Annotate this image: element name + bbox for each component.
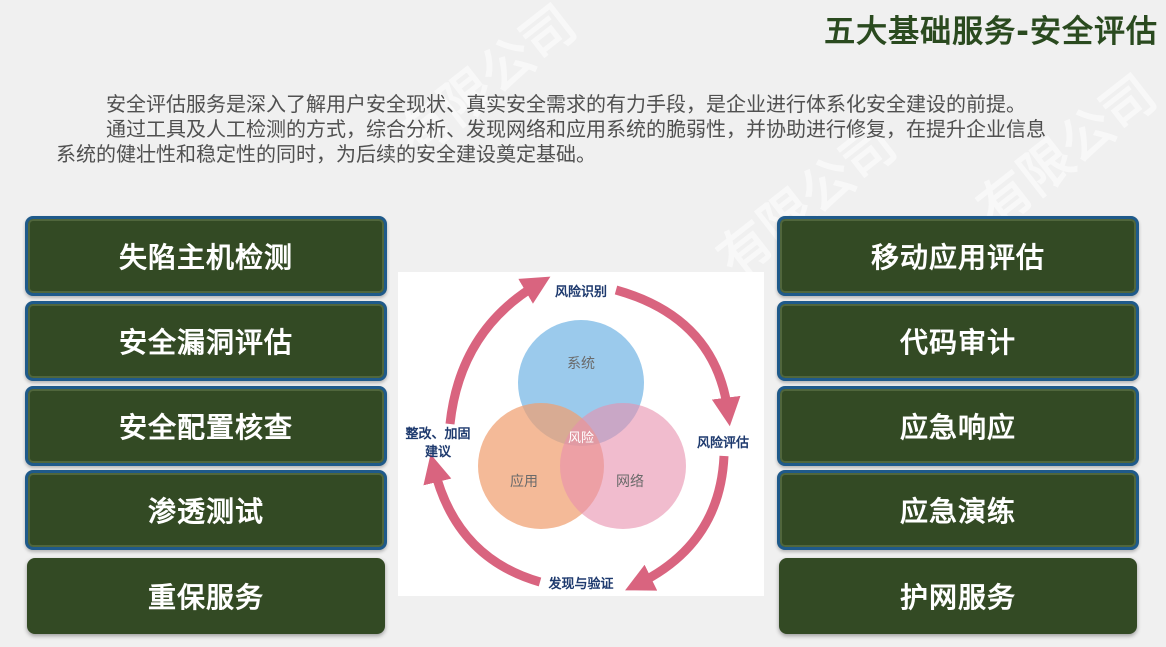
service-button-mobile-app[interactable]: 移动应用评估 <box>777 216 1139 296</box>
risk-cycle-diagram: 系统 应用 网络 风险 风险识别 风险评估 发现与验证 整改、加固 建议 <box>398 272 764 596</box>
service-button-emergency-drill[interactable]: 应急演练 <box>777 470 1139 550</box>
service-button-config-check[interactable]: 安全配置核查 <box>25 386 387 466</box>
intro-paragraph-1: 安全评估服务是深入了解用户安全现状、真实安全需求的有力手段，是企业进行体系化安全… <box>106 92 1026 116</box>
service-button-code-audit[interactable]: 代码审计 <box>777 301 1139 381</box>
venn-label-application: 应用 <box>510 473 538 490</box>
page-title: 五大基础服务-安全评估 <box>824 14 1158 50</box>
service-button-compromised-host[interactable]: 失陷主机检测 <box>25 216 387 296</box>
service-button-hw-service[interactable]: 护网服务 <box>779 558 1137 634</box>
venn-label-system: 系统 <box>567 356 595 372</box>
venn-label-network: 网络 <box>616 474 644 490</box>
risk-cycle-svg: 系统 应用 网络 风险 风险识别 风险评估 发现与验证 整改、加固 建议 <box>404 276 749 592</box>
cycle-label-risk-assessment: 风险评估 <box>697 435 749 451</box>
cycle-label-remediation: 整改、加固 <box>404 426 470 442</box>
cycle-label-discovery-verification: 发现与验证 <box>547 576 613 592</box>
intro-text: 安全评估服务是深入了解用户安全现状、真实安全需求的有力手段，是企业进行体系化安全… <box>56 92 1056 167</box>
cycle-label-risk-identification: 风险识别 <box>555 284 607 300</box>
service-button-vulnerability-assessment[interactable]: 安全漏洞评估 <box>25 301 387 381</box>
venn-label-risk: 风险 <box>568 431 594 446</box>
intro-paragraph-2: 通过工具及人工检测的方式，综合分析、发现网络和应用系统的脆弱性，并协助进行修复，… <box>56 117 1046 166</box>
cycle-arrow-top-right <box>614 285 741 427</box>
service-button-emergency-response[interactable]: 应急响应 <box>777 386 1139 466</box>
cycle-arrow-bottom-left <box>423 454 542 587</box>
service-button-penetration-test[interactable]: 渗透测试 <box>25 470 387 550</box>
cycle-arrow-top-left <box>445 276 551 425</box>
cycle-arrow-bottom-right <box>625 455 729 591</box>
service-button-key-protection[interactable]: 重保服务 <box>27 558 385 634</box>
venn-circle-network <box>560 403 686 529</box>
cycle-label-remediation-line2: 建议 <box>425 444 452 460</box>
